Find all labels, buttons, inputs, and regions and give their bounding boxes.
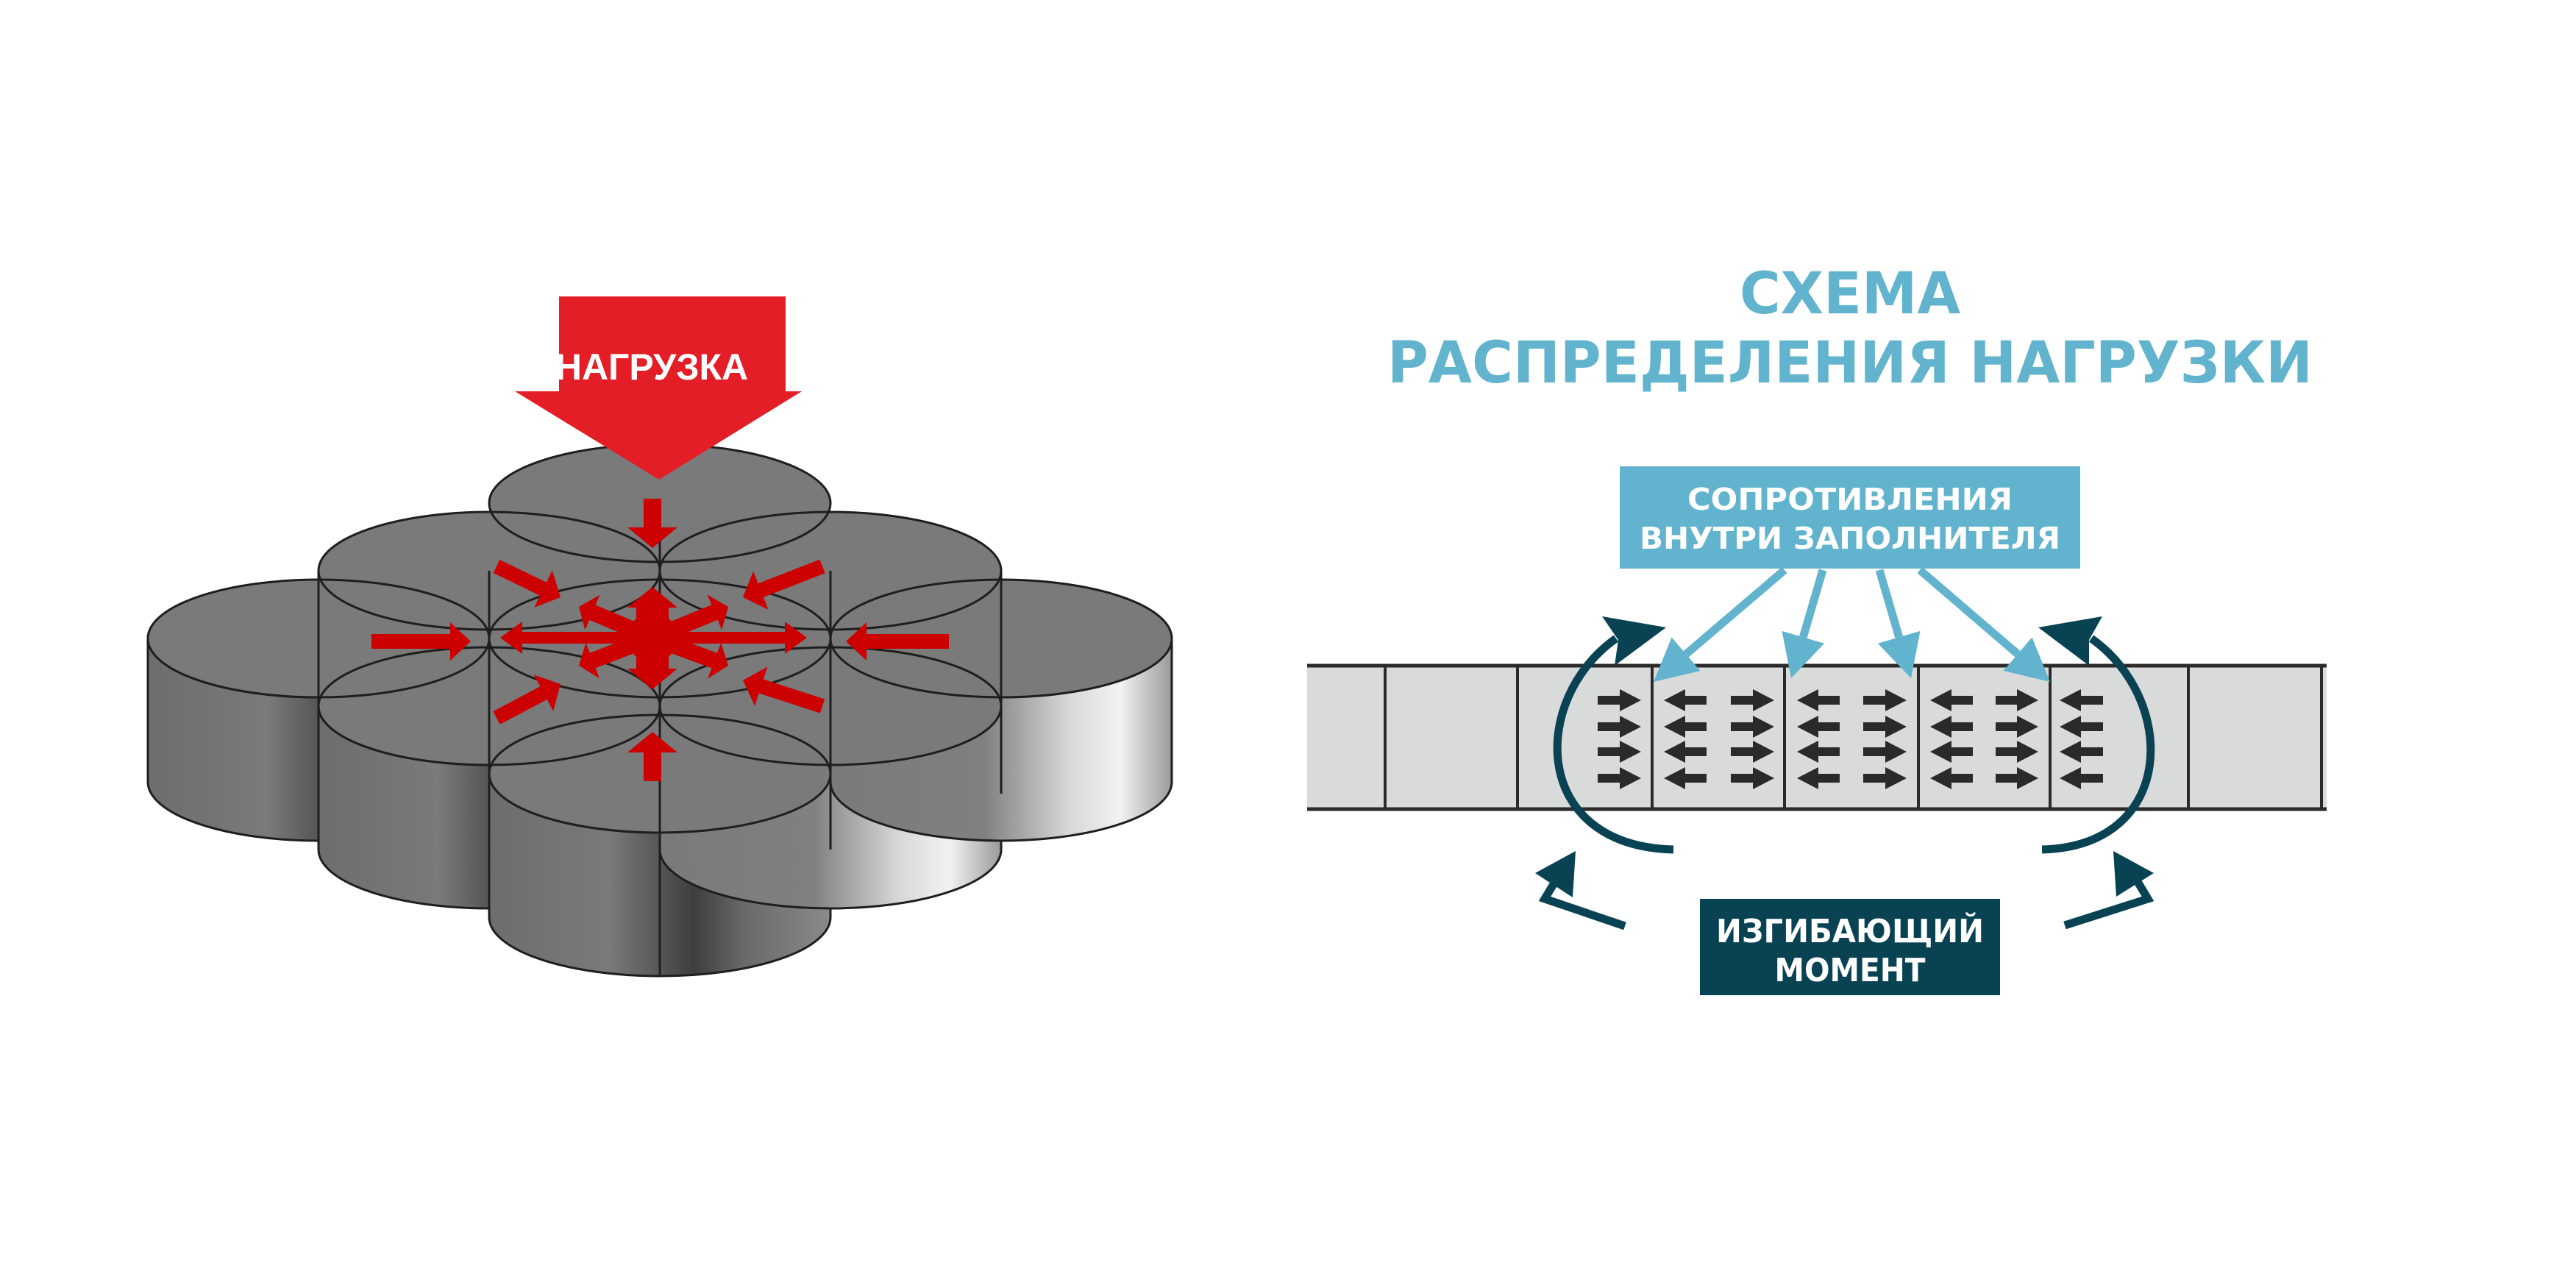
arrow-left-icon: [2060, 689, 2103, 711]
arrow-right-icon: [1996, 689, 2038, 711]
diagram-title-line-2: РАСПРЕДЕЛЕНИЯ НАГРУЗКИ: [1387, 330, 2313, 396]
arrow-left-icon: [1664, 689, 1707, 711]
arrow-left-icon: [2060, 741, 2103, 763]
arrow-left-icon: [1930, 689, 1973, 711]
inward-force-arrow: [846, 622, 949, 661]
inward-force-arrow: [743, 666, 825, 713]
pointer-arrow-shaft: [1683, 566, 1787, 658]
force-center: [627, 613, 677, 663]
pointer-arrowhead: [1877, 630, 1921, 678]
pointer-arrow-shaft: [1799, 569, 1827, 638]
arrow-left-icon: [2060, 767, 2103, 789]
arrow-right-icon: [1598, 741, 1641, 763]
arrow-right-icon: [1863, 741, 1907, 763]
inward-force-arrow: [371, 622, 471, 661]
arrow-left-icon: [1797, 741, 1840, 763]
inward-force-arrow: [493, 674, 561, 725]
resistance-box-line-1: СОПРОТИВЛЕНИЯ: [1687, 482, 2013, 517]
moment-box-line-2: МОМЕНТ: [1775, 952, 1926, 989]
arrow-right-icon: [1731, 767, 1774, 789]
pointer-arrow-shaft: [1917, 566, 2021, 658]
arrow-left-icon: [1797, 689, 1840, 711]
inward-force-arrow: [493, 560, 561, 608]
arrow-right-icon: [1598, 716, 1641, 738]
pointer-arrow-shaft: [1875, 569, 1903, 638]
arrow-left-icon: [1930, 767, 1973, 789]
diagram-title-line-1: СХЕМА: [1740, 261, 1960, 327]
pointer-arrowhead: [1782, 630, 1825, 678]
moment-box-line-1: ИЗГИБАЮЩИЙ: [1716, 911, 1984, 950]
resistance-box: СОПРОТИВЛЕНИЯ ВНУТРИ ЗАПОЛНИТЕЛЯ: [1620, 466, 2080, 569]
arrow-right-icon: [1996, 741, 2038, 763]
arrow-right-icon: [1863, 716, 1907, 738]
arrow-right-icon: [1996, 767, 2038, 789]
arrow-right-icon: [1731, 689, 1774, 711]
moment-box-bg: [1700, 899, 2000, 995]
load-label: НАГРУЗКА: [555, 346, 748, 388]
right-bent-arrowhead: [2113, 851, 2154, 897]
left-moment-arc: [1553, 635, 1674, 854]
resistance-pointer-arrows: [1654, 566, 2050, 682]
right-bent-arrow: [2063, 875, 2155, 930]
arrow-left-icon: [2060, 716, 2103, 738]
pointer-arrowhead: [1654, 637, 1701, 682]
outward-force-arrow: [652, 622, 807, 654]
arrow-right-icon: [1863, 767, 1907, 789]
arrow-right-icon: [1731, 741, 1774, 763]
arrow-left-icon: [1797, 767, 1840, 789]
arrow-left-icon: [1664, 716, 1707, 738]
arrow-left-icon: [1930, 716, 1973, 738]
right-moment-arrowhead: [2038, 616, 2102, 666]
moment-box: ИЗГИБАЮЩИЙ МОМЕНТ: [1700, 899, 2000, 995]
arrow-left-icon: [1930, 741, 1973, 763]
force-arrows-group: [371, 499, 949, 781]
resistance-box-bg: [1620, 466, 2080, 569]
load-arrow: НАГРУЗКА: [515, 296, 802, 480]
outward-force-arrow: [500, 622, 652, 654]
arrow-left-icon: [1664, 767, 1707, 789]
load-arrow-shape: [515, 296, 802, 480]
arrow-left-icon: [1797, 716, 1840, 738]
arrow-right-icon: [1996, 716, 2038, 738]
arrow-right-icon: [1598, 767, 1641, 789]
inward-force-arrow: [743, 559, 825, 610]
resistance-box-line-2: ВНУТРИ ЗАПОЛНИТЕЛЯ: [1640, 521, 2060, 556]
right-moment-arc: [2041, 635, 2155, 854]
internal-force-arrows: [1598, 689, 2103, 789]
arrow-right-icon: [1731, 716, 1774, 738]
bending-moment-arcs: [1535, 616, 2155, 930]
pointer-arrowhead: [2003, 637, 2050, 682]
inward-force-arrow: [627, 499, 677, 548]
left-moment-arrowhead: [1602, 616, 1666, 666]
arrow-left-icon: [1664, 741, 1707, 763]
inward-force-arrow: [627, 732, 677, 781]
left-bent-arrowhead: [1535, 851, 1576, 897]
arrow-right-icon: [1863, 689, 1907, 711]
arrow-right-icon: [1598, 689, 1641, 711]
